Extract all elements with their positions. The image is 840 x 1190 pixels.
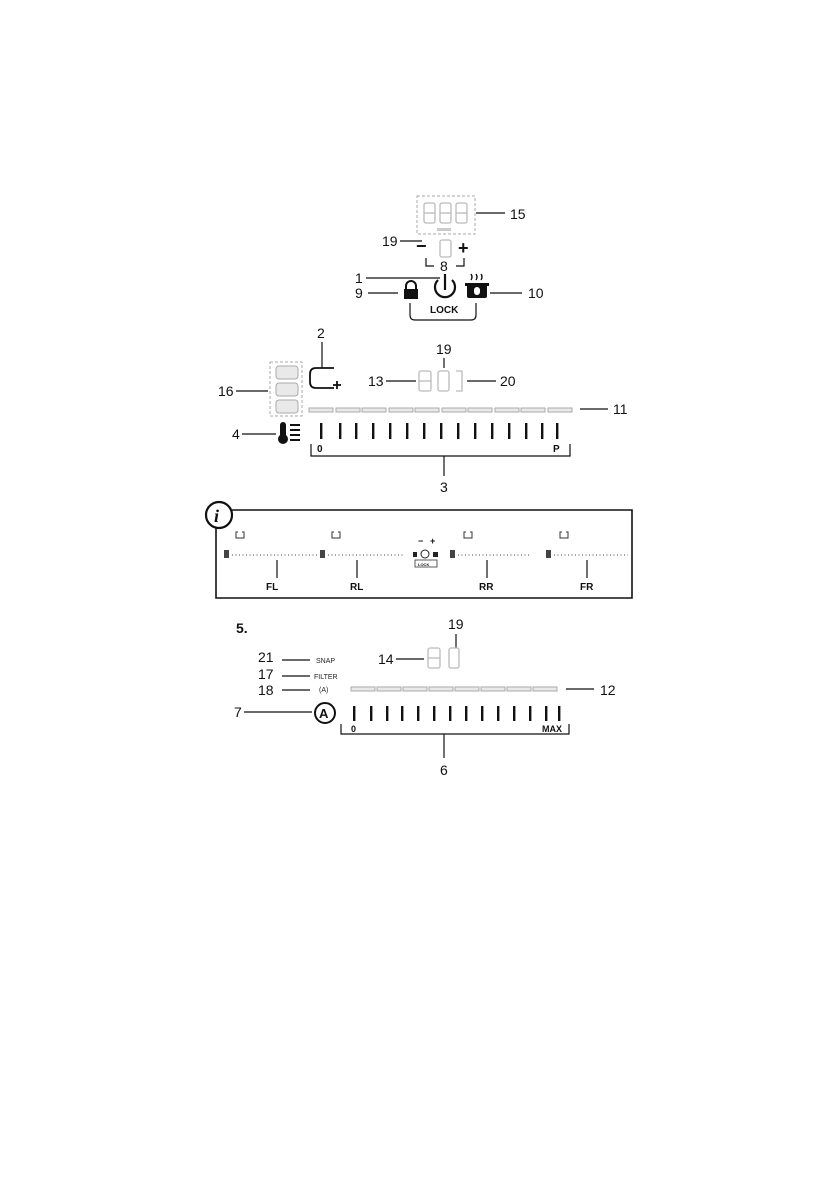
callout-15: 15 (510, 206, 526, 222)
callout-10: 10 (528, 285, 544, 301)
mini-plus: + (430, 536, 435, 546)
zone-label-rr: RR (479, 582, 494, 593)
slider-max-label: P (553, 444, 560, 455)
callout-19-top: 19 (382, 233, 398, 249)
hood-slider-min-label: 0 (351, 724, 356, 734)
hood-slider-ticks (353, 706, 561, 721)
callout-19-zone: 19 (436, 341, 452, 357)
callout-9: 9 (355, 285, 363, 301)
mini-minus: − (418, 536, 423, 546)
hood-slider-max-label: MAX (542, 724, 562, 734)
zone-indicators (275, 365, 299, 414)
power-button[interactable] (433, 274, 457, 299)
timer-minus-button[interactable]: − (416, 236, 427, 256)
power-icon (433, 274, 457, 299)
add-zone-button[interactable] (309, 367, 341, 389)
snap-label: SNAP (316, 658, 335, 665)
callout-14: 14 (378, 651, 394, 667)
cooking-zone-group: 2 16 19 13 20 (218, 325, 628, 495)
timer-indicator (439, 239, 452, 258)
info-zone-rr: RR (450, 531, 530, 593)
auto-button[interactable]: A (314, 702, 336, 724)
slider-min-label: 0 (317, 444, 323, 455)
add-zone-icon (309, 367, 341, 389)
callout-16: 16 (218, 383, 234, 399)
svg-text:i: i (214, 506, 219, 526)
callout-19-hood: 19 (448, 616, 464, 632)
keep-warm-icon (465, 273, 489, 298)
lock-button[interactable] (404, 280, 418, 299)
callout-2: 2 (317, 325, 325, 341)
keep-warm-button[interactable] (465, 273, 489, 298)
auto-button-letter: A (319, 706, 329, 721)
auto-label: (A) (319, 687, 328, 694)
zone-power-slider[interactable]: 0 P (310, 423, 571, 457)
slider-ticks (320, 423, 559, 439)
callout-20: 20 (500, 373, 516, 389)
filter-label: FILTER (314, 674, 338, 681)
timer-plus-button[interactable]: + (458, 238, 469, 258)
hood-control-group: 5. 21 SNAP 17 FILTER 18 (A) 19 14 (234, 616, 616, 778)
zone-label-rl: RL (350, 582, 363, 593)
lock-combo-label: LOCK (430, 305, 459, 316)
zone-level-bar (308, 407, 573, 413)
auto-icon (314, 702, 336, 724)
info-center-controls: − + LOCK (413, 536, 438, 568)
zone-label-fl: FL (266, 582, 278, 593)
zone-power-display (418, 370, 463, 392)
callout-17: 17 (258, 666, 274, 682)
callout-3: 3 (440, 479, 448, 495)
main-display-group: 15 19 − + 8 1 9 (355, 195, 544, 321)
callout-21: 21 (258, 649, 274, 665)
info-icon: i (204, 500, 234, 530)
callout-13: 13 (368, 373, 384, 389)
callout-18: 18 (258, 682, 274, 698)
callout-8: 8 (440, 258, 448, 274)
info-zone-fl: FL (224, 531, 318, 593)
mini-lock-label: LOCK (418, 562, 429, 567)
thermometer-icon (278, 422, 300, 444)
zone-label-fr: FR (580, 582, 594, 593)
info-zone-fr: FR (546, 531, 628, 593)
info-zone-rl: RL (320, 531, 404, 593)
callout-11: 11 (613, 401, 628, 417)
hood-level-bar (350, 686, 558, 692)
info-panel: i FL RL − + LOCK (204, 500, 633, 599)
temperature-button[interactable] (278, 422, 300, 444)
callout-12: 12 (600, 682, 616, 698)
timer-display (423, 202, 468, 231)
callout-7: 7 (234, 704, 242, 720)
callout-4: 4 (232, 426, 240, 442)
section-5-heading: 5. (236, 620, 248, 636)
hood-power-slider[interactable]: 0 MAX (340, 706, 570, 735)
callout-1: 1 (355, 270, 363, 286)
callout-6: 6 (440, 762, 448, 778)
hood-level-display (427, 647, 460, 669)
lock-icon (404, 280, 418, 299)
